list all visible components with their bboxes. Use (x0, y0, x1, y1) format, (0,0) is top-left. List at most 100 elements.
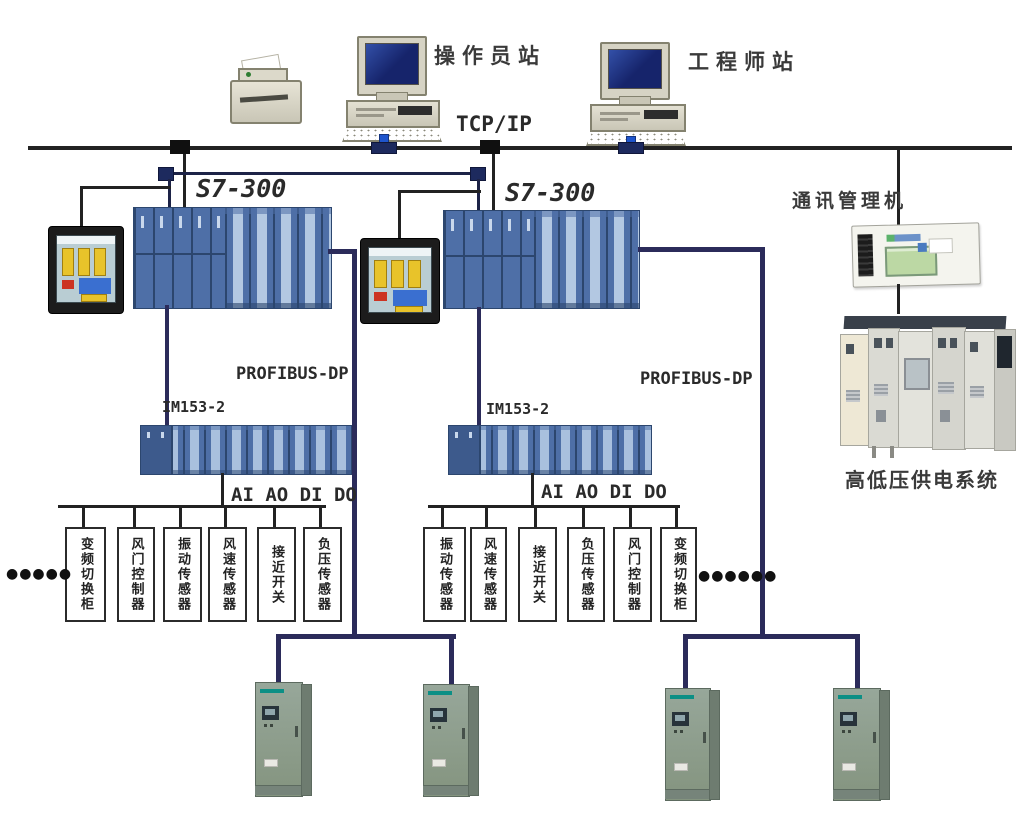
field-device-label: 风速传感器 (220, 537, 235, 612)
cabinet-button (680, 730, 683, 733)
field-device-box: 接近开关 (257, 527, 296, 622)
comm-drop-upper (897, 150, 900, 226)
remoteio2-rack (448, 425, 652, 475)
cpu-link-drop-2 (477, 179, 480, 210)
io2-drop (675, 507, 678, 527)
cabinet-logo-strip (428, 691, 452, 695)
engineer-computer-case (590, 104, 686, 132)
profibus2-rack-stub (638, 247, 765, 252)
hmi1-cable-v (80, 186, 83, 226)
io2-drop (485, 507, 488, 527)
plc2-rack-label: S7-300 (505, 178, 596, 207)
field-device-label: 风门控制器 (128, 537, 144, 612)
engineer-monitor-screen (608, 49, 662, 89)
profibus1-drive-drop-2 (449, 636, 454, 686)
plc2-rack (443, 210, 640, 309)
ethernet-backbone-line (28, 146, 1012, 150)
profibus1-drive-drop-1 (276, 636, 281, 684)
tcpip-label: TCP/IP (456, 112, 532, 136)
cabinet-tag (264, 759, 278, 767)
bus-tap-node-1 (170, 140, 190, 154)
field-device-box: 变频切换柜 (660, 527, 697, 622)
field-device-label: 变频切换柜 (78, 537, 93, 612)
io1-feeder (221, 473, 224, 507)
switchgear-window (950, 338, 957, 348)
cabinet-display (672, 712, 689, 726)
cpu-link-line (162, 172, 480, 175)
io2-drop (441, 507, 444, 527)
operator-keyboard (342, 126, 442, 142)
bus-tap-node-2 (480, 140, 500, 154)
drive-cabinet-3 (665, 688, 720, 801)
operator-station-label: 操作员站 (434, 44, 546, 68)
comm-logo (886, 233, 921, 242)
cabinet-display (430, 708, 447, 722)
cabinet-body (423, 684, 470, 797)
field-device-label: 风门控制器 (625, 537, 640, 612)
remoteio2-label: IM153-2 (486, 400, 550, 418)
hmi-panel-2 (360, 238, 440, 324)
cabinet-button (270, 724, 273, 727)
field-device-box: 风速传感器 (470, 527, 507, 622)
cabinet-button (848, 730, 851, 733)
cabinet-side (879, 690, 890, 800)
field-device-box: 接近开关 (518, 527, 557, 622)
field-device-label: 接近开关 (530, 544, 545, 605)
profibus1-drive-bus (276, 634, 456, 639)
field-device-box: 负压传感器 (567, 527, 605, 622)
cabinet-handle (873, 732, 876, 743)
field-device-label: 振动传感器 (437, 537, 452, 612)
hmi1-screen (56, 235, 116, 303)
comm-vent (857, 234, 874, 277)
io1-drop (133, 507, 136, 527)
switchgear-leg (890, 446, 894, 458)
cabinet-tag (432, 759, 446, 767)
remoteio2-interface-module (449, 426, 481, 474)
cabinet-button (438, 726, 441, 729)
plc1-rack (133, 207, 332, 309)
printer-led (246, 72, 251, 77)
cabinet-logo-strip (670, 695, 694, 699)
comm-manager-label: 通讯管理机 (792, 190, 908, 212)
cabinet-plinth (423, 785, 468, 795)
cabinet-handle (295, 726, 298, 737)
drive-cabinet-2 (423, 684, 479, 797)
cabinet-logo-strip (260, 689, 284, 693)
cabinet-plinth (833, 789, 879, 799)
more-devices-ellipsis-right: ●●●●●● (698, 568, 778, 584)
operator-case-slot (356, 108, 396, 111)
profibus2-drive-bus (683, 634, 860, 639)
profibus1-rack-stub (328, 249, 357, 254)
io2-feeder (531, 473, 534, 507)
plc1-io-modules (224, 208, 331, 308)
cabinet-body (665, 688, 711, 801)
io2-drop (629, 507, 632, 527)
field-device-label: 振动传感器 (175, 537, 190, 612)
io1-channels-label: AI AO DI DO (231, 484, 357, 506)
engineer-bus-connector (618, 142, 644, 154)
profibus2-label: PROFIBUS-DP (640, 369, 753, 389)
power-system-label: 高低压供电系统 (845, 468, 999, 492)
plc2-cpu-modules (444, 211, 534, 308)
cabinet-handle (462, 728, 465, 739)
plc2-ethernet-drop (492, 154, 495, 210)
field-device-box: 负压传感器 (303, 527, 342, 622)
operator-drive-bay (398, 106, 432, 115)
cabinet-display (262, 706, 279, 720)
switchgear-window (938, 338, 946, 348)
field-device-box: 风速传感器 (208, 527, 247, 622)
profibus2-vertical (760, 247, 765, 639)
switchgear-vent (874, 384, 888, 396)
field-device-label: 负压传感器 (315, 537, 330, 612)
io2-channels-label: AI AO DI DO (541, 481, 667, 503)
profibus1-label: PROFIBUS-DP (236, 364, 349, 384)
cpu-link-connector-1 (158, 167, 174, 181)
switchgear-window (846, 344, 854, 354)
engineer-drive-bay (644, 110, 678, 119)
cabinet-button (264, 724, 267, 727)
remoteio1-interface-module (141, 426, 173, 474)
cabinet-side (301, 684, 312, 796)
field-device-box: 风门控制器 (613, 527, 652, 622)
profibus2-drive-drop-1 (683, 636, 688, 690)
switchgear-window (970, 342, 978, 352)
